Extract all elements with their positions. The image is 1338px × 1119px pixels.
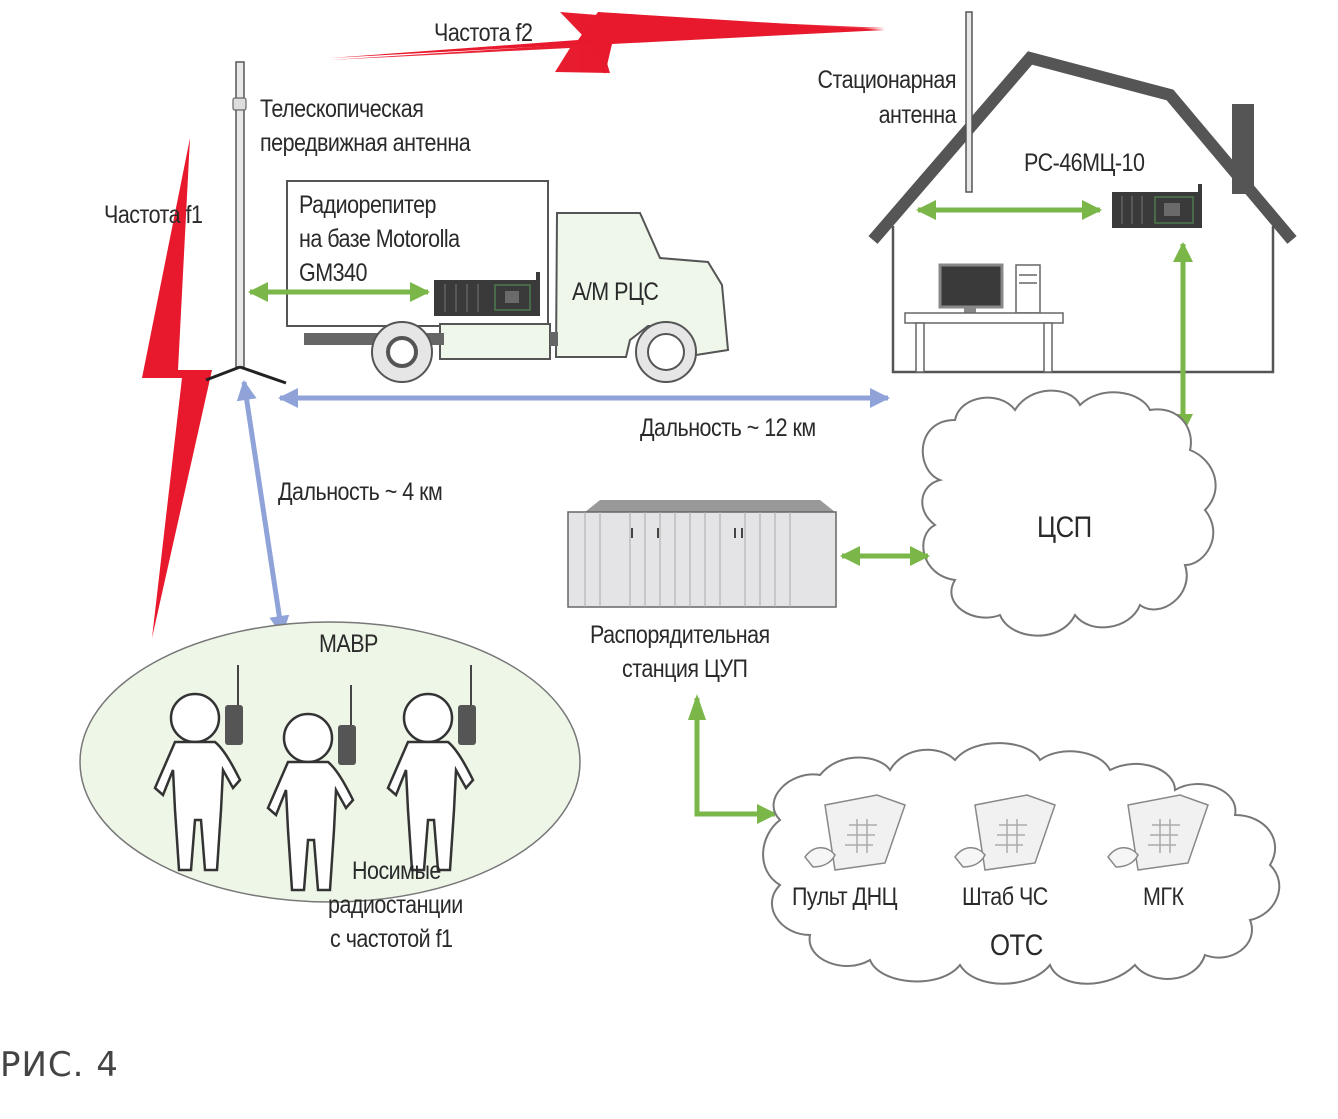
repeater-label-line1: Радиорепитер — [299, 191, 437, 219]
range-12km-label: Дальность ~ 12 км — [640, 414, 816, 442]
csp-label: ЦСП — [1037, 511, 1092, 544]
range-arrow-4km — [236, 380, 290, 636]
phone-icon — [804, 794, 906, 871]
telescopic-antenna-icon — [205, 61, 287, 385]
dispatch-label-line2: станция ЦУП — [622, 655, 748, 683]
ots-label: ОТС — [990, 929, 1043, 962]
dispatch-station-icon — [567, 500, 837, 608]
mobile-antenna-label-line2: передвижная антенна — [260, 129, 471, 157]
phone-icon — [1107, 794, 1209, 871]
mobile-antenna-label-line1: Телескопическая — [260, 95, 424, 123]
phone-label: Штаб ЧС — [962, 883, 1048, 911]
link-dispatch-ots — [694, 698, 777, 824]
arrowhead-up-icon — [688, 694, 706, 720]
person-with-radio-icon — [266, 685, 356, 892]
digital-network-cloud — [921, 389, 1217, 637]
field-radios-label-line3: с частотой f1 — [330, 925, 453, 953]
field-team-label: МАВР — [319, 630, 378, 658]
field-radios-label-line2: радиостанции — [328, 891, 463, 919]
stationary-antenna-icon — [965, 11, 973, 193]
base-radio-device-icon — [1112, 184, 1202, 228]
phone-icon — [954, 794, 1056, 871]
phone-label: Пульт ДНЦ — [792, 883, 897, 911]
station-antenna-label-line2: антенна — [878, 101, 957, 129]
radio-model-label: РС-46МЦ-10 — [1024, 149, 1145, 177]
person-with-radio-icon — [153, 665, 243, 872]
building-icon — [868, 51, 1297, 374]
range-4km-label: Дальность ~ 4 км — [278, 478, 443, 506]
radio-link-f2-bolt-shape — [330, 12, 885, 74]
repeater-label-line3: GM340 — [299, 259, 367, 287]
person-with-radio-icon — [386, 665, 476, 872]
figure-caption: РИС. 4 — [0, 1045, 119, 1085]
workstation-icon — [904, 263, 1064, 373]
radio-link-f1-bolt — [142, 138, 212, 638]
phone-label: МГК — [1143, 883, 1184, 911]
repeater-device-icon — [434, 272, 540, 316]
freq-f2-label: Частота f2 — [434, 19, 533, 47]
freq-f1-label: Частота f1 — [104, 201, 203, 229]
station-antenna-label-line1: Стационарная — [817, 66, 957, 94]
repeater-label-line2: на базе Motorolla — [299, 225, 460, 253]
vehicle-label: А/М РЦС — [572, 278, 659, 306]
field-radios-label-line1: Носимые — [352, 857, 441, 885]
dispatch-label-line1: Распорядительная — [590, 621, 770, 649]
